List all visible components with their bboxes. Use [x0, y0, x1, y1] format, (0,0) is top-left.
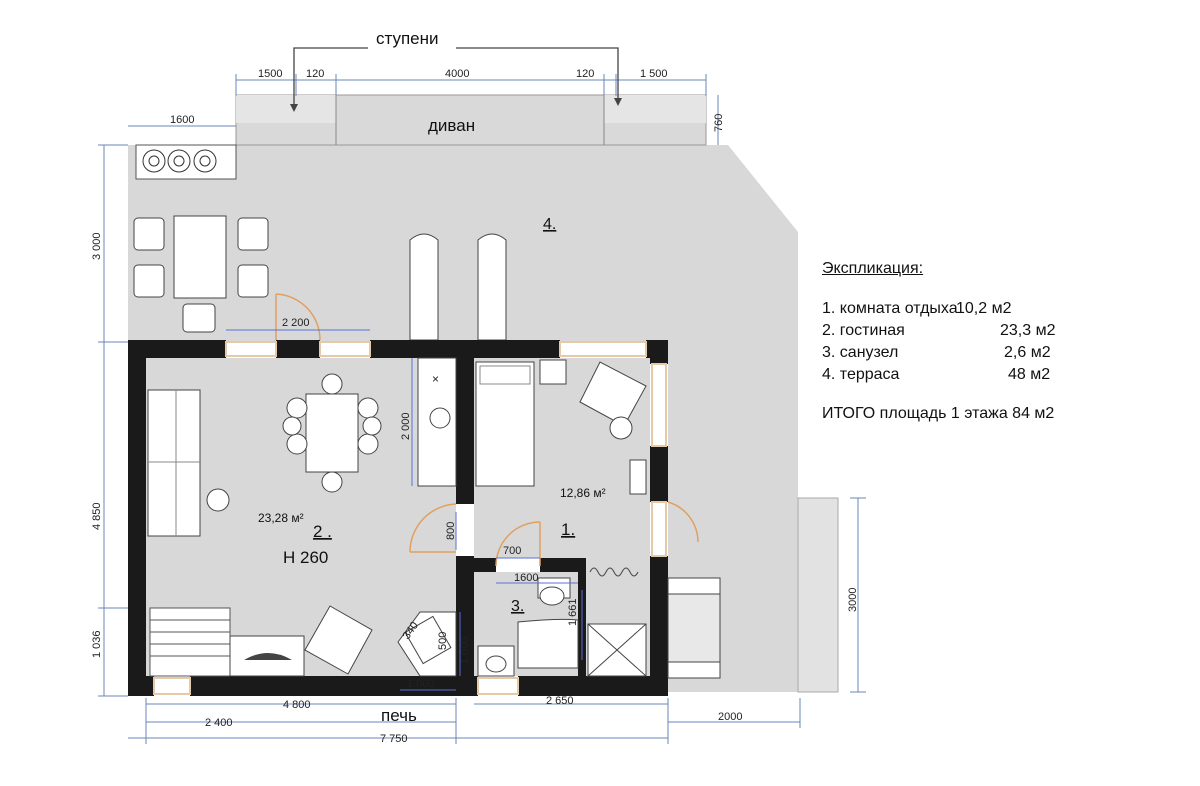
dim-1661: 1 661 [567, 598, 579, 626]
terrace-chair [133, 264, 165, 298]
terrace-chair [237, 264, 269, 298]
sink [429, 407, 451, 429]
lounger [477, 233, 507, 341]
armchair [304, 605, 373, 675]
dim-2650: 2 650 [546, 695, 574, 707]
legend-item-name: 4. терраса [822, 366, 900, 383]
dim-500: 500 [437, 632, 449, 650]
stairs [149, 607, 231, 677]
dining-chairs [282, 373, 382, 493]
living-sofa [147, 389, 201, 537]
legend-item: 3. санузел 2,6 м2 [822, 342, 1055, 364]
living-area: 23,28 м² [258, 511, 304, 525]
door-swing [275, 293, 321, 341]
side-deck [797, 497, 839, 693]
nightstand [539, 359, 567, 385]
dim-760: 760 [713, 114, 725, 132]
dim-1036: 1 036 [91, 630, 103, 658]
dim-3000-left: 3 000 [91, 232, 103, 260]
svg-text:×: × [432, 372, 439, 386]
walls [128, 340, 668, 696]
door-swing [409, 503, 457, 553]
rest-armchair [579, 361, 647, 427]
stove-label: печь [381, 706, 417, 725]
terrace-chair [237, 217, 269, 251]
legend-item: 2. гостиная 23,3 м2 [822, 320, 1055, 342]
sofa-label: диван [428, 116, 475, 135]
dim-700: 700 [503, 545, 521, 557]
wardrobe [629, 459, 647, 495]
explication-legend: Экспликация: 1. комната отдыха 10,2 м2 2… [822, 258, 1055, 425]
window [651, 501, 667, 557]
steps-label: ступени [376, 29, 439, 48]
shower [517, 618, 579, 669]
terrace-chair [182, 303, 216, 333]
dim-2000-bottom: 2000 [718, 711, 742, 723]
terrace-floor [128, 145, 800, 692]
dim-1000-h: 1 000 [407, 678, 435, 690]
floor-lamp [206, 488, 230, 512]
window [153, 677, 191, 695]
window [477, 677, 519, 695]
legend-item-area: 2,6 м2 [1004, 344, 1051, 361]
dim-1600-bath: 1600 [514, 572, 538, 584]
window [225, 341, 277, 357]
legend-item-area: 48 м2 [1008, 366, 1051, 383]
dim-2200: 2 200 [282, 317, 310, 329]
window [651, 363, 667, 447]
dim-4850: 4 850 [91, 502, 103, 530]
dining-table [305, 393, 359, 473]
dim-7750: 7 750 [380, 733, 408, 745]
dim-top-1500-left: 1500 [258, 68, 282, 80]
bath-number: 3. [511, 598, 524, 615]
living-number: 2 . [313, 522, 332, 541]
dim-2400: 2 400 [205, 717, 233, 729]
legend-item-name: 2. гостиная [822, 322, 905, 339]
terrace-chair [133, 217, 165, 251]
legend-item-area: 10,2 м2 [956, 300, 1012, 317]
door-swing [667, 501, 699, 543]
terrace-table [173, 215, 227, 299]
dim-1600-top: 1600 [170, 114, 194, 126]
outdoor-armchair [667, 577, 721, 679]
legend-title: Экспликация: [822, 260, 924, 277]
legend-total: ИТОГО площадь 1 этажа 84 м2 [822, 405, 1055, 422]
dim-3000-right: 3000 [847, 588, 859, 612]
window [319, 341, 371, 357]
dim-800: 800 [445, 522, 457, 540]
dim-top-4000: 4000 [445, 68, 469, 80]
legend-item-name: 1. комната отдыха [822, 300, 958, 317]
dim-1000-v: 1 000 [459, 636, 471, 664]
rest-area: 12,86 м² [560, 486, 606, 500]
legend-item: 4. терраса 48 м2 [822, 364, 1055, 386]
steps-arrow-left [293, 47, 368, 110]
terrace-number: 4. [543, 216, 556, 233]
rest-number: 1. [561, 520, 575, 539]
steps-arrow-right [456, 47, 619, 104]
lounger [409, 233, 439, 341]
legend-item-name: 3. санузел [822, 344, 899, 361]
living-height: Н 260 [283, 548, 328, 567]
dim-top-120-left: 120 [306, 68, 324, 80]
window [559, 341, 647, 357]
dim-top-120-right: 120 [576, 68, 594, 80]
dim-top-1500-right: 1 500 [640, 68, 668, 80]
legend-item: 1. комната отдыха 10,2 м2 [822, 298, 1055, 320]
dim-2000: 2 000 [400, 412, 412, 440]
dim-4800: 4 800 [283, 699, 311, 711]
legend-item-area: 23,3 м2 [1000, 322, 1056, 339]
